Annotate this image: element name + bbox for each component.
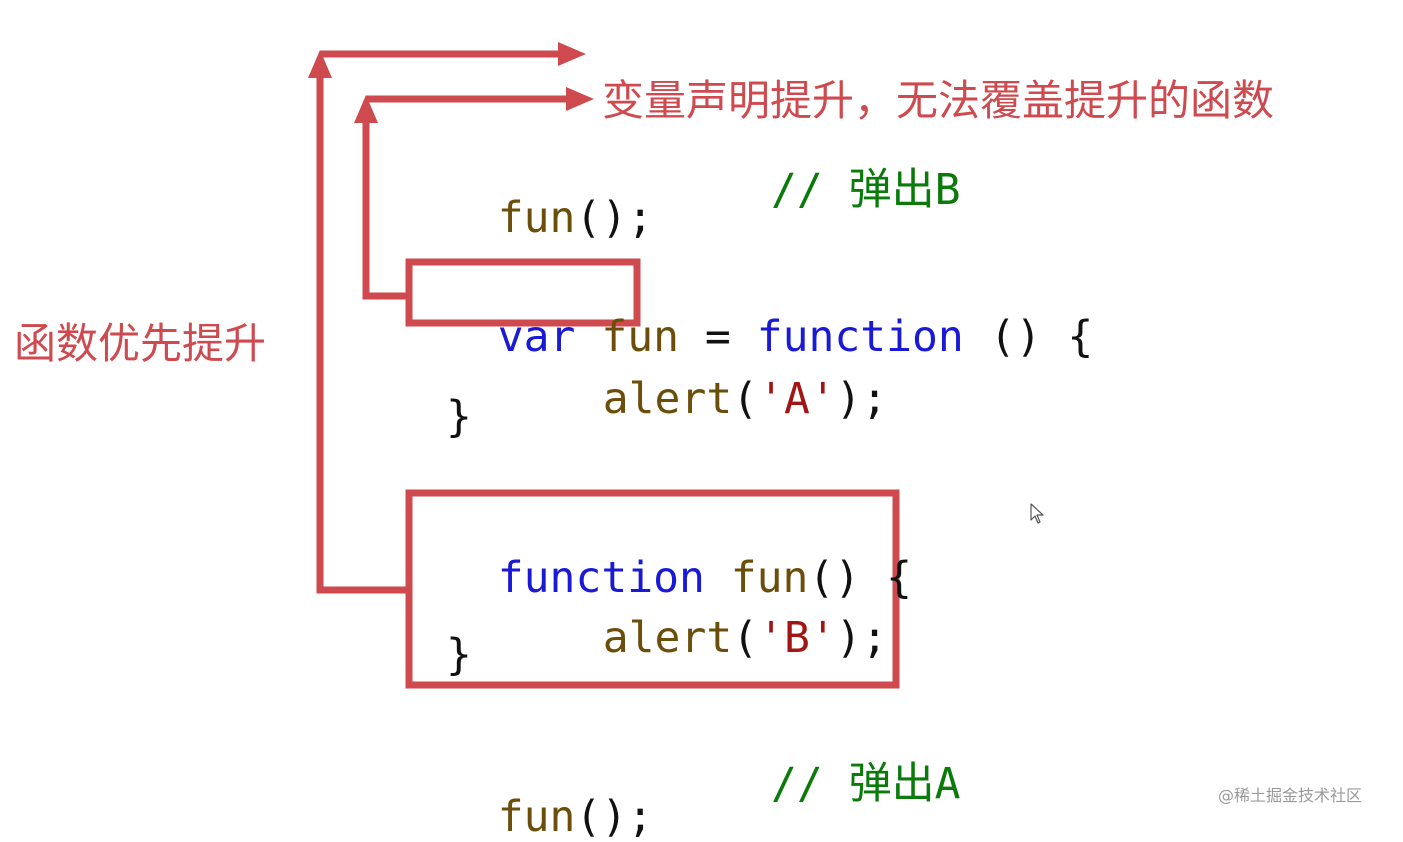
function-hoist-arrow-line	[316, 75, 409, 594]
alert-b-open-paren: (	[732, 613, 759, 663]
fun-call-parens: ();	[575, 193, 654, 243]
var-hoist-arrow-line	[362, 120, 409, 300]
declared-fun-name: fun	[730, 553, 809, 603]
first-call-comment: // 弹出B	[771, 165, 961, 215]
mouse-pointer-icon	[1030, 503, 1044, 524]
var-hoist-arrowhead-right	[566, 87, 594, 111]
code-line-function-declaration: function fun() {	[446, 514, 912, 600]
watermark-text: @稀土掘金技术社区	[1218, 786, 1363, 805]
alert-a-open-paren: (	[732, 374, 759, 424]
alert-call-b: alert	[602, 613, 733, 663]
code-line-second-call: fun();	[446, 753, 653, 839]
code-line-close-brace-2: }	[446, 630, 472, 680]
code-line-first-call: fun();	[446, 154, 653, 240]
function-hoist-arrowhead-up	[308, 50, 332, 78]
alert-a-close: );	[835, 374, 888, 424]
function-priority-annotation: 函数优先提升	[14, 319, 267, 368]
function-keyword-declaration: function	[497, 553, 705, 603]
assign-operator: =	[704, 312, 731, 362]
alert-call-a: alert	[602, 374, 733, 424]
function-keyword-expression: function	[756, 312, 964, 362]
code-line-var-fun: var fun = function () {	[446, 273, 1093, 359]
second-fun-call-name: fun	[497, 792, 576, 842]
hoisting-arrows	[308, 42, 900, 689]
var-fun-highlight-box	[405, 258, 641, 327]
function-declaration-highlight-box	[405, 489, 900, 689]
fun-call-name: fun	[497, 193, 576, 243]
code-line-close-brace-1: }	[446, 392, 472, 442]
variable-hoisting-annotation: 变量声明提升，无法覆盖提升的函数	[602, 76, 1275, 125]
function-declaration-params: () {	[808, 553, 913, 603]
code-line-alert-a: alert('A');	[551, 335, 888, 421]
code-line-alert-b: alert('B');	[551, 574, 888, 660]
alert-b-close: );	[835, 613, 888, 663]
alert-a-string: 'A'	[758, 374, 836, 424]
function-hoist-arrowhead-right	[558, 42, 586, 66]
var-keyword: var	[497, 312, 576, 362]
second-fun-call-parens: ();	[575, 792, 654, 842]
var-fun-name: fun	[601, 312, 680, 362]
var-hoist-arrowhead-up	[354, 95, 378, 123]
function-expression-params: () {	[989, 312, 1094, 362]
second-call-comment: // 弹出A	[771, 759, 961, 809]
alert-b-string: 'B'	[758, 613, 836, 663]
